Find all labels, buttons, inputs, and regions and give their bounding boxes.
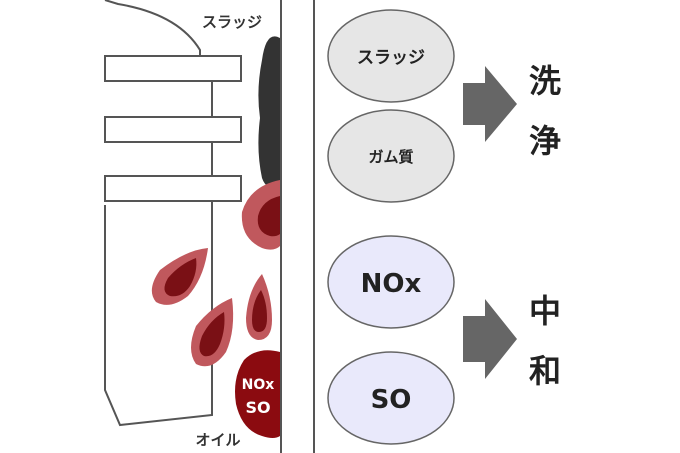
so-bubble [327,351,455,445]
neutralize-char-2: 和 [529,352,561,390]
wash-char-1: 洗 [529,62,561,100]
wash-group: スラッジ ガム質 洗 浄 [327,9,561,203]
so-blob-label: SO [245,398,270,417]
gum-bubble [327,109,455,203]
nox-blob-label: NOx [242,377,275,393]
sludge-bubble [327,9,455,103]
piston-illustration: NOx SO スラッジ オイル [104,0,282,453]
sludge-label: スラッジ [202,13,262,31]
oil-drop [246,274,272,340]
sludge-deposit [258,36,280,190]
piston-ring [104,55,242,82]
sludge-bubble-label: スラッジ [357,48,425,68]
so-bubble-label: SO [371,385,412,415]
piston-ring [104,116,242,143]
piston-skirt-outline [104,195,213,427]
nox-so-blob [235,350,280,438]
oil-label: オイル [195,431,240,449]
arrow-right-icon [463,66,517,142]
nox-bubble [327,235,455,329]
gum-bubble-label: ガム質 [368,148,413,166]
oil-drop [191,298,234,367]
piston-ring [104,175,242,202]
oil-drop [151,248,208,305]
wash-char-2: 浄 [529,122,561,160]
arrow-right-icon [463,299,517,379]
neutralize-char-1: 中 [529,292,561,330]
oil-drop [241,180,280,250]
neutralize-group: NOx SO 中 和 [327,235,561,445]
piston-outline [104,0,201,56]
nox-bubble-label: NOx [361,269,422,299]
